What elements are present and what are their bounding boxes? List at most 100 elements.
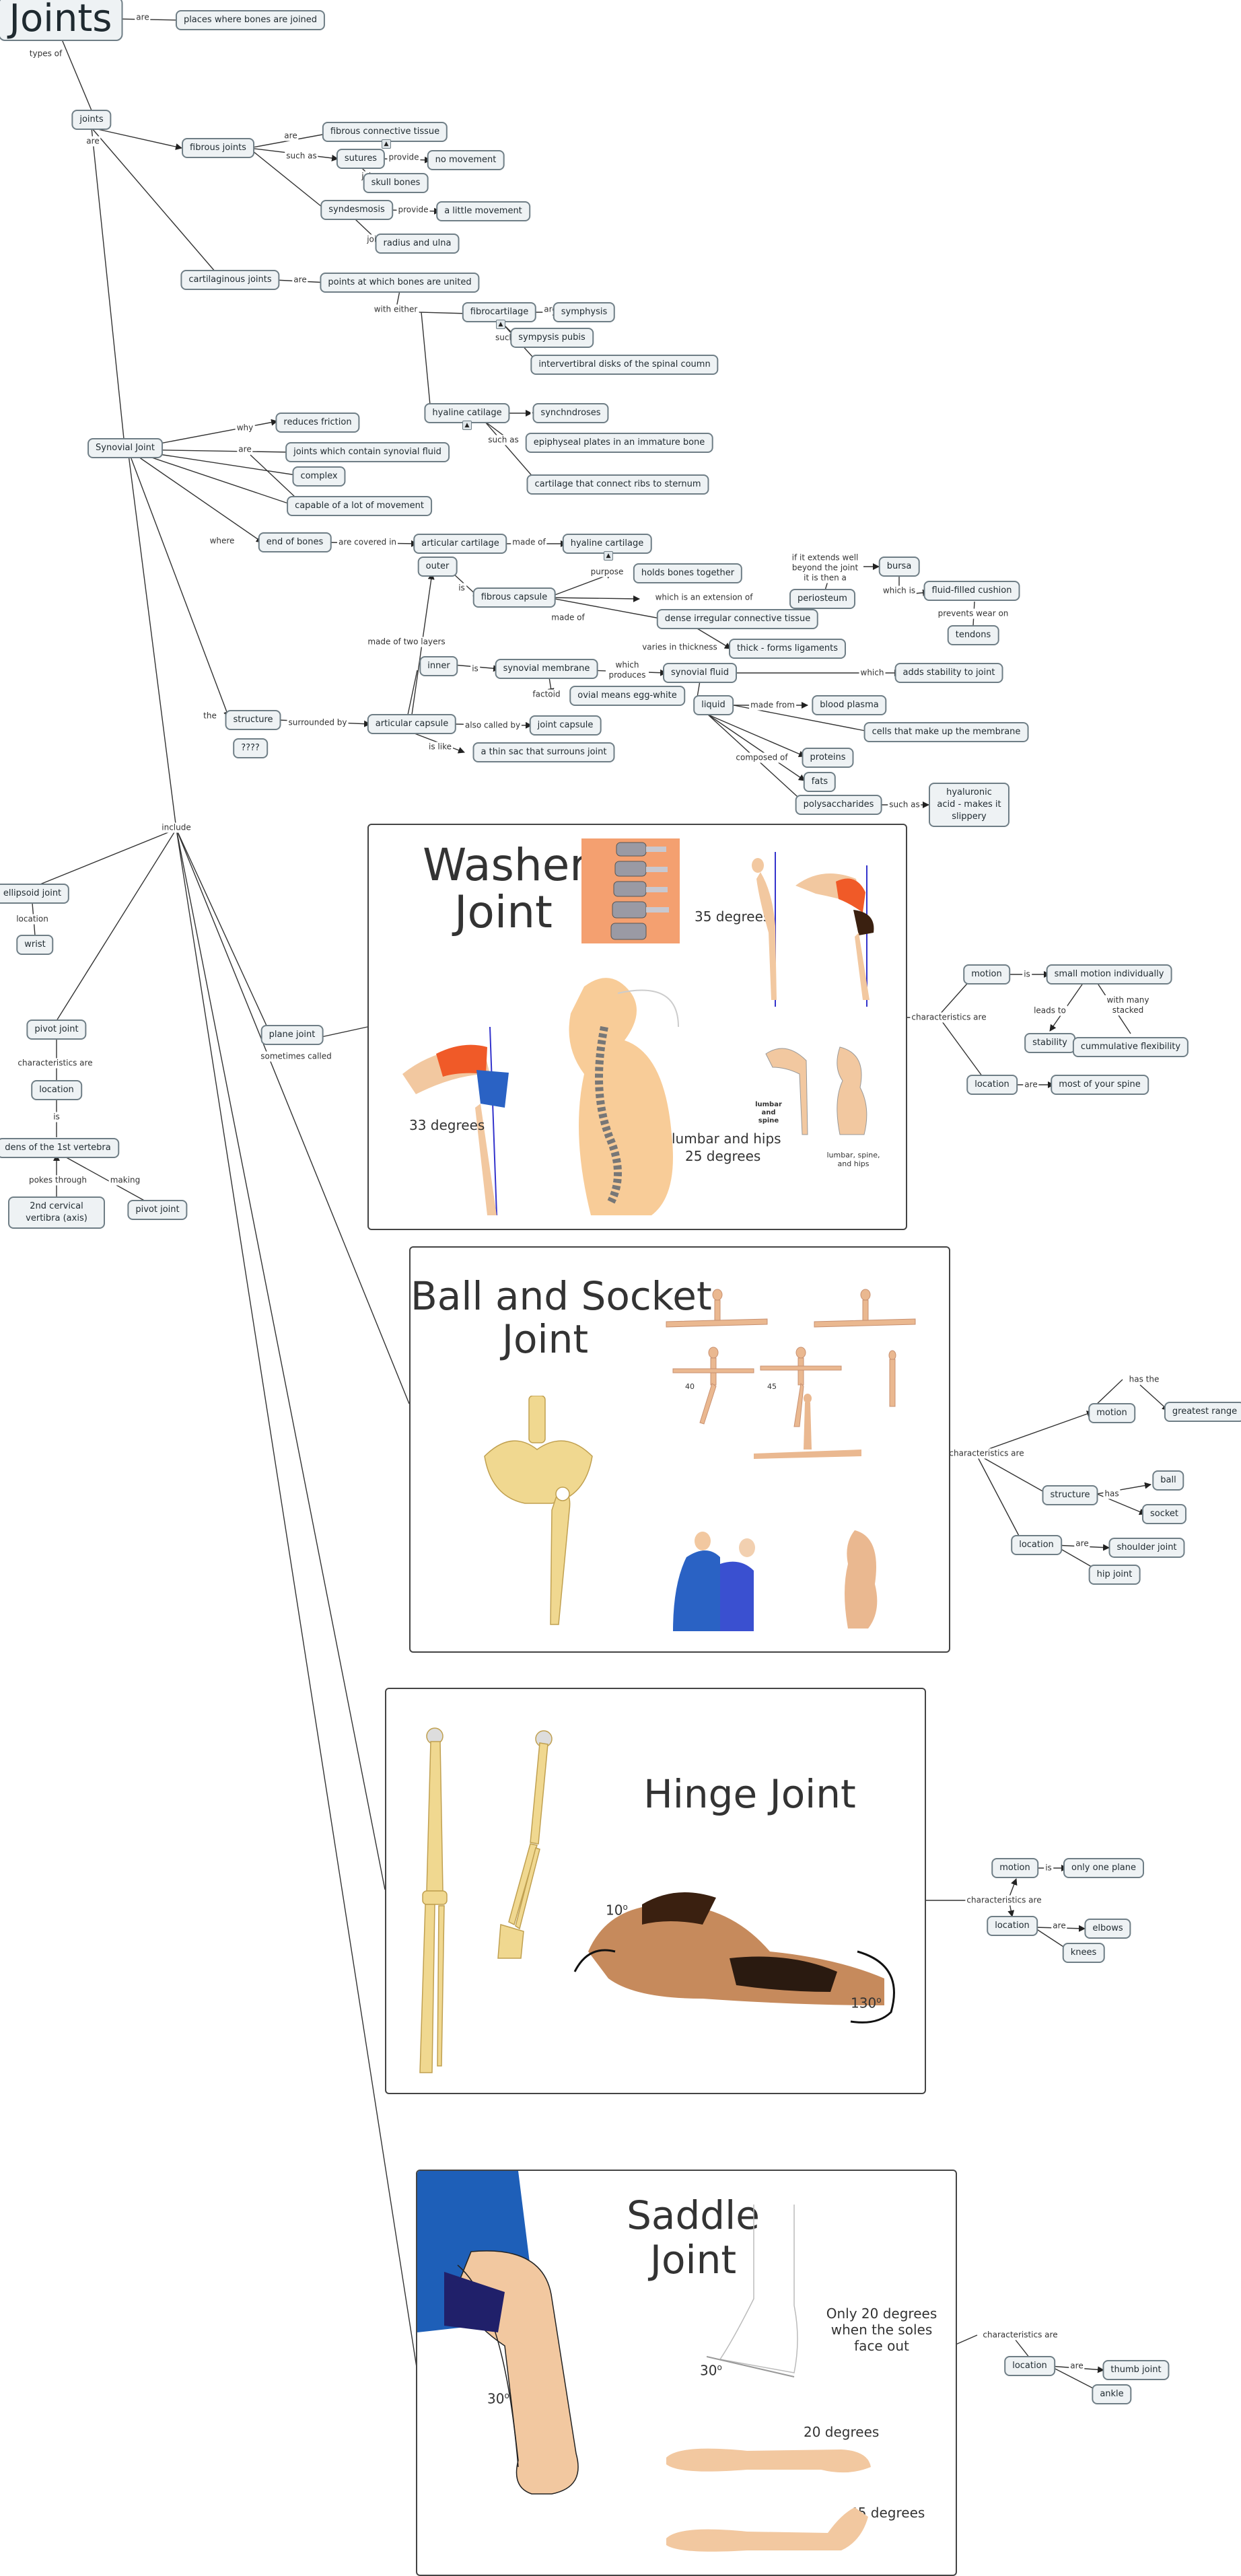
dense-tissue-node[interactable]: dense irregular connective tissue <box>656 609 819 629</box>
polysaccharides-node[interactable]: polysaccharides <box>795 795 882 815</box>
sympysis-pubis-node[interactable]: sympysis pubis <box>510 328 594 348</box>
knees-node[interactable]: knees <box>1062 1943 1105 1963</box>
fibrous-joints-node[interactable]: fibrous joints <box>182 138 254 158</box>
attachment-icon[interactable]: ▲ <box>382 139 391 149</box>
ellipsoid-joint-node[interactable]: ellipsoid joint <box>0 884 70 904</box>
little-movement-node[interactable]: a little movement <box>436 201 530 221</box>
synchndroses-node[interactable]: synchndroses <box>532 403 609 423</box>
edge-label: which <box>859 668 886 678</box>
small-motion-node[interactable]: small motion individually <box>1046 964 1172 985</box>
definition-node[interactable]: places where bones are joined <box>175 10 326 30</box>
lumbar-spine-illustration <box>569 978 679 1215</box>
attachment-icon[interactable]: ▲ <box>604 551 613 561</box>
edge-label: are <box>292 275 308 285</box>
hyaline-cartilage-node[interactable]: hyaline cartilage <box>562 534 652 554</box>
adds-stability-node[interactable]: adds stability to joint <box>894 663 1003 683</box>
hyaluronic-acid-node[interactable]: hyaluronic acid - makes it slippery <box>929 783 1009 827</box>
ball-node[interactable]: ball <box>1152 1470 1184 1491</box>
cumulative-flexibility-node[interactable]: cummulative flexibility <box>1072 1037 1189 1057</box>
reduces-friction-node[interactable]: reduces friction <box>275 413 360 433</box>
bursa-node[interactable]: bursa <box>878 557 920 577</box>
washer-location-node[interactable]: location <box>966 1075 1018 1095</box>
deg10-value: 10 <box>606 1902 623 1919</box>
syndesmosis-node[interactable]: syndesmosis <box>320 200 393 220</box>
fluid-cushion-node[interactable]: fluid-filled cushion <box>923 581 1020 601</box>
structure-node[interactable]: structure <box>225 710 281 730</box>
ankle-node[interactable]: ankle <box>1092 2384 1132 2404</box>
saddle-location-node[interactable]: location <box>1004 2356 1055 2376</box>
one-plane-node[interactable]: only one plane <box>1063 1858 1145 1878</box>
proteins-node[interactable]: proteins <box>802 748 854 768</box>
pivot-location-node[interactable]: location <box>31 1080 82 1100</box>
symphysis-node[interactable]: symphysis <box>553 302 616 322</box>
complex-node[interactable]: complex <box>292 466 346 487</box>
thick-ligaments-node[interactable]: thick - forms ligaments <box>728 639 847 659</box>
dens-node[interactable]: dens of the 1st vertebra <box>0 1138 119 1158</box>
small-lumbar-hips-label: lumbar, spine, and hips <box>826 1151 880 1168</box>
outer-layer-node[interactable]: outer <box>417 557 458 577</box>
attachment-icon[interactable]: ▲ <box>496 320 505 329</box>
fibrous-capsule-node[interactable]: fibrous capsule <box>472 587 556 608</box>
wrist-node[interactable]: wrist <box>16 935 54 955</box>
hinge-location-node[interactable]: location <box>987 1916 1038 1936</box>
ball-motion-node[interactable]: motion <box>1088 1403 1135 1423</box>
sutures-node[interactable]: sutures <box>336 149 386 169</box>
edge-label: composed of <box>734 752 789 763</box>
ball-location-node[interactable]: location <box>1011 1535 1062 1555</box>
thumb-joint-node[interactable]: thumb joint <box>1102 2360 1170 2380</box>
inner-layer-node[interactable]: inner <box>419 656 458 676</box>
synovial-membrane-node[interactable]: synovial membrane <box>495 659 598 679</box>
shoulder-joint-node[interactable]: shoulder joint <box>1108 1538 1185 1558</box>
articular-capsule-node[interactable]: articular capsule <box>367 714 457 734</box>
edge-label: which is <box>881 585 917 596</box>
most-spine-node[interactable]: most of your spine <box>1051 1075 1149 1095</box>
no-movement-node[interactable]: no movement <box>427 150 505 170</box>
joints-node[interactable]: joints <box>71 110 112 130</box>
attachment-icon[interactable]: ▲ <box>462 421 472 430</box>
ribs-sternum-node[interactable]: cartilage that connect ribs to sternum <box>526 474 709 495</box>
hinge-motion-node[interactable]: motion <box>991 1858 1038 1878</box>
plane-joint-node[interactable]: plane joint <box>260 1025 324 1045</box>
washer-motion-node[interactable]: motion <box>963 964 1010 985</box>
axis-vertebra-node[interactable]: 2nd cervical vertibra (axis) <box>8 1196 105 1229</box>
joint-capsule-node[interactable]: joint capsule <box>529 715 602 736</box>
intervertebral-disks-node[interactable]: intervertibral disks of the spinal coumn <box>530 355 719 375</box>
pivot-joint-node[interactable]: pivot joint <box>26 1019 87 1040</box>
articular-cartilage-node[interactable]: articular cartilage <box>413 534 507 554</box>
degree-symbol: o <box>623 1902 628 1912</box>
ball-title-line1: Ball and Socket <box>411 1273 712 1319</box>
holds-bones-node[interactable]: holds bones together <box>633 563 743 583</box>
membrane-cells-node[interactable]: cells that make up the membrane <box>863 722 1029 742</box>
fibrous-tissue-node[interactable]: fibrous connective tissue <box>322 122 448 142</box>
pivot-joint-leaf-node[interactable]: pivot joint <box>127 1200 188 1220</box>
elbows-node[interactable]: elbows <box>1084 1919 1131 1939</box>
stability-node[interactable]: stability <box>1024 1033 1075 1053</box>
edge-label: characteristics are <box>910 1012 988 1023</box>
fats-node[interactable]: fats <box>803 772 837 792</box>
united-points-node[interactable]: points at which bones are united <box>320 273 480 293</box>
end-of-bones-node[interactable]: end of bones <box>258 532 332 552</box>
capable-movement-node[interactable]: capable of a lot of movement <box>287 496 432 516</box>
lumbar-hips-label: lumbar and hips <box>672 1131 781 1147</box>
oval-egg-node[interactable]: ovial means egg-white <box>569 686 685 706</box>
synovial-fluid-node[interactable]: synovial fluid <box>663 663 737 683</box>
epiphyseal-plates-node[interactable]: epiphyseal plates in an immature bone <box>525 433 713 453</box>
degree-symbol: o <box>876 1995 882 2005</box>
ball-structure-node[interactable]: structure <box>1042 1485 1098 1505</box>
root-joints-node[interactable]: Joints <box>0 0 123 41</box>
socket-node[interactable]: socket <box>1141 1504 1187 1524</box>
unknown-node[interactable]: ???? <box>233 738 268 758</box>
periosteum-node[interactable]: periosteum <box>789 589 855 609</box>
radius-ulna-node[interactable]: radius and ulna <box>375 234 460 254</box>
synovial-joint-node[interactable]: Synovial Joint <box>87 438 163 458</box>
contain-fluid-node[interactable]: joints which contain synovial fluid <box>285 442 450 462</box>
cartilaginous-joints-node[interactable]: cartilaginous joints <box>180 270 280 290</box>
tendons-node[interactable]: tendons <box>947 625 999 645</box>
thin-sac-node[interactable]: a thin sac that surrouns joint <box>472 742 615 762</box>
hip-joint-node[interactable]: hip joint <box>1088 1565 1141 1585</box>
hyaline-catilage-node[interactable]: hyaline catilage <box>424 403 510 423</box>
liquid-node[interactable]: liquid <box>693 695 734 715</box>
blood-plasma-node[interactable]: blood plasma <box>812 695 887 715</box>
greatest-range-node[interactable]: greatest range <box>1164 1402 1241 1422</box>
skull-bones-node[interactable]: skull bones <box>363 173 429 193</box>
